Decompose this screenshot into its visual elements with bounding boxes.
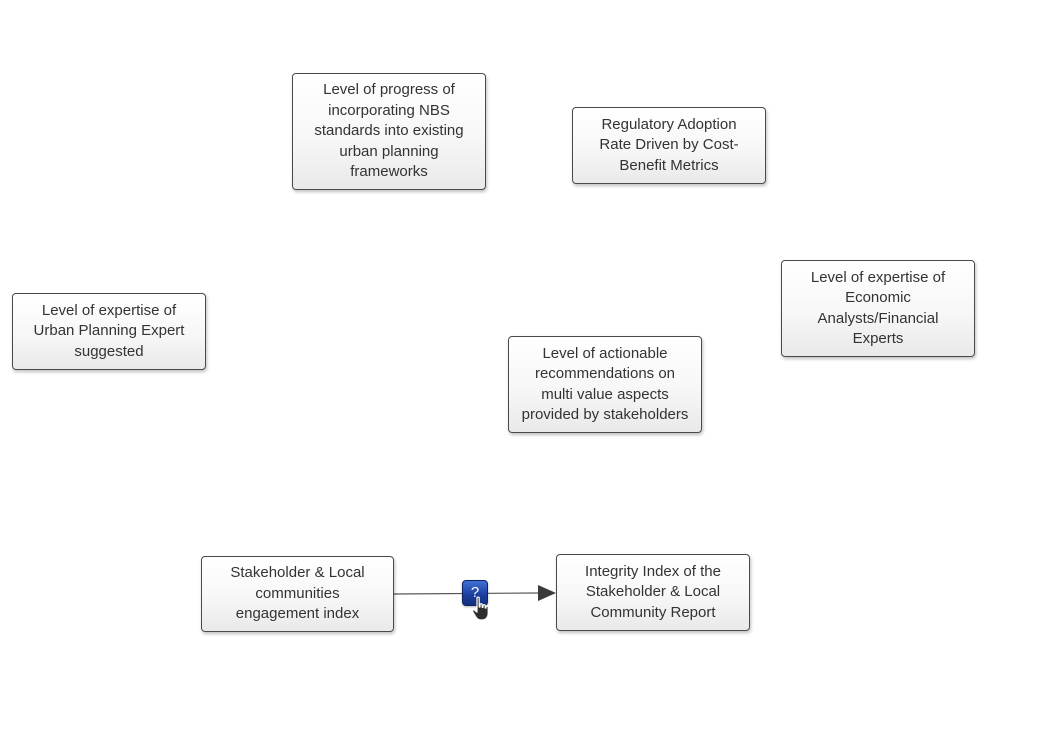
node-label: Level of expertise of Economic Analysts/… xyxy=(810,268,946,348)
node-label: Level of progress of incorporating NBS s… xyxy=(314,81,464,181)
question-icon[interactable]: ? xyxy=(462,580,488,606)
node-label: Stakeholder & Local communities engageme… xyxy=(230,564,365,623)
node-label: Regulatory Adoption Rate Driven by Cost-… xyxy=(599,115,739,174)
node-nbs-standards-progress[interactable]: Level of progress of incorporating NBS s… xyxy=(292,73,486,190)
node-stakeholder-engagement-index[interactable]: Stakeholder & Local communities engageme… xyxy=(201,556,394,632)
node-label: Integrity Index of the Stakeholder & Loc… xyxy=(585,562,721,621)
node-economic-analysts-expertise[interactable]: Level of expertise of Economic Analysts/… xyxy=(781,260,975,357)
node-urban-planning-expertise[interactable]: Level of expertise of Urban Planning Exp… xyxy=(12,293,206,370)
node-actionable-recommendations[interactable]: Level of actionable recommendations on m… xyxy=(508,336,702,433)
node-integrity-index-report[interactable]: Integrity Index of the Stakeholder & Loc… xyxy=(556,554,750,631)
node-regulatory-adoption-rate[interactable]: Regulatory Adoption Rate Driven by Cost-… xyxy=(572,107,766,184)
node-label: Level of actionable recommendations on m… xyxy=(521,344,689,424)
node-label: Level of expertise of Urban Planning Exp… xyxy=(33,301,185,360)
arrowhead-icon xyxy=(538,585,556,601)
help-badge-label: ? xyxy=(470,584,480,601)
